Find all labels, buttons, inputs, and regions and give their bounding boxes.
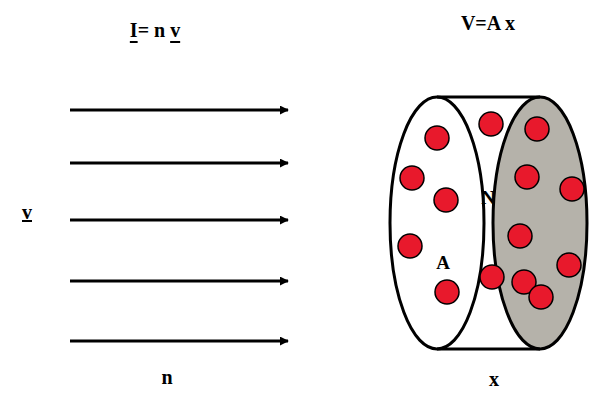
- density-symbol: n: [161, 366, 172, 388]
- vector-underline: [170, 41, 180, 43]
- vector-underlines: [130, 42, 180, 43]
- count-symbol: N: [481, 188, 495, 209]
- flux-formula: I= n v: [130, 19, 180, 41]
- length-symbol: x: [489, 368, 499, 390]
- velocity-symbol: v: [22, 201, 32, 223]
- cylinder: [390, 97, 587, 350]
- area-symbol: A: [436, 253, 450, 274]
- particles: [398, 112, 584, 309]
- vector-underline: [130, 41, 138, 43]
- volume-formula: V=A x: [461, 12, 515, 34]
- flow-arrows: [70, 110, 288, 341]
